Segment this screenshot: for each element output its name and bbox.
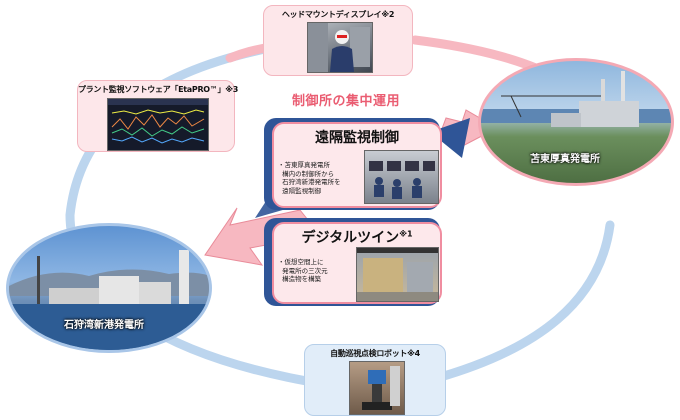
ishikari-plant-label: 石狩湾新港発電所 (64, 320, 144, 331)
remote-monitoring-panel: 遠隔監視制御 ・苫東厚真発電所 構内の制御所から 石狩湾新港発電所を 遠隔監視制… (272, 122, 442, 208)
ishikari-plant-photo (6, 223, 212, 353)
software-screenshot (107, 98, 209, 151)
tomato-atsuma-plant-photo (478, 58, 674, 186)
central-operation-title: 制御所の集中運用 (292, 94, 401, 109)
ishikari-plant-image (9, 250, 209, 350)
hmd-card-label: ヘッドマウントディスプレイ※2 (281, 10, 395, 19)
digital-twin-image (357, 248, 438, 301)
twin-panel-title-row: デジタルツイン※1 (274, 227, 440, 247)
digital-twin-panel: デジタルツイン※1 ・仮想空間上に 発電所の三次元 構造物を構築 (272, 222, 442, 304)
tomato-atsuma-plant-image (481, 71, 671, 127)
hmd-worker-image (308, 23, 370, 72)
twin-panel-note: ※1 (399, 229, 413, 239)
ring-blue-arc-right (425, 220, 615, 385)
remote-panel-title: 遠隔監視制御 (315, 130, 399, 146)
arrow-navy-accent (430, 118, 470, 158)
tomato-atsuma-plant-label: 苫東厚真発電所 (530, 154, 600, 165)
twin-panel-title: デジタルツイン (301, 230, 400, 246)
software-card: プラント監視ソフトウェア「EtaPRO™」※3 (77, 80, 238, 152)
robot-photo (349, 361, 405, 415)
robot-image (362, 366, 400, 410)
software-chart-image (108, 99, 208, 144)
ring-blue-arc (65, 43, 335, 390)
hmd-photo (307, 22, 373, 73)
twin-panel-description: ・仮想空間上に 発電所の三次元 構造物を構築 (278, 258, 328, 283)
hmd-card: ヘッドマウントディスプレイ※2 (263, 5, 413, 76)
control-room-photo (364, 150, 439, 204)
digital-twin-render (356, 247, 439, 302)
robot-card: 自動巡視点検ロボット※4 (304, 344, 446, 416)
control-room-image (369, 161, 435, 199)
remote-panel-description: ・苫東厚真発電所 構内の制御所から 石狩湾新港発電所を 遠隔監視制御 (278, 161, 341, 195)
software-card-label: プラント監視ソフトウェア「EtaPRO™」※3 (78, 85, 238, 94)
robot-card-label: 自動巡視点検ロボット※4 (330, 349, 420, 358)
ring-pink-arc-left (225, 43, 270, 63)
